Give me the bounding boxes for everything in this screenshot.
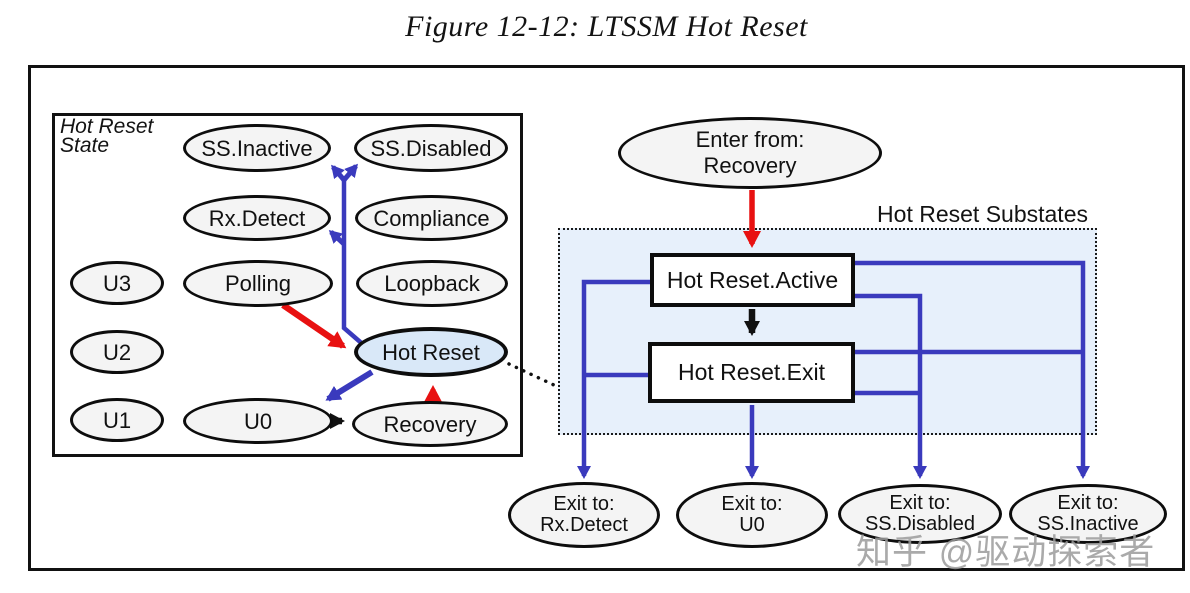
state-polling-label: Polling [224,271,292,296]
substate-exit-label: Hot Reset.Exit [678,359,825,385]
exit-label: Exit to: [553,493,615,515]
exit-label: Exit to: [721,493,783,515]
state-loopback: Loopback [356,260,508,307]
state-u2: U2 [70,330,164,374]
state-u3: U3 [70,261,164,305]
state-recovery-label: Recovery [383,411,477,437]
exit-target: SS.Inactive [1037,513,1139,535]
state-hot-reset-label: Hot Reset [382,339,480,365]
substate-active-label: Hot Reset.Active [666,266,839,293]
hot-reset-substates-label: Hot Reset Substates [877,201,1088,227]
exit-target: U0 [739,514,765,536]
state-u1: U1 [70,398,164,442]
figure-title: Figure 12-12: LTSSM Hot Reset [405,10,808,43]
enter-from-state: Recovery [703,153,797,178]
ltssm-panel-label-line2: State [60,134,110,157]
enter-from-label: Enter from: [695,127,805,152]
state-rx-detect-label: Rx.Detect [208,205,306,231]
state-polling: Polling [183,260,333,307]
state-u2-label: U2 [102,339,132,365]
ltssm-panel-label: Hot Reset State [60,115,154,157]
state-ss-disabled: SS.Disabled [354,124,508,172]
state-compliance: Compliance [355,195,508,241]
substate-hot-reset-exit: Hot Reset.Exit [648,342,855,403]
state-hot-reset: Hot Reset [354,327,508,377]
state-ss-inactive-label: SS.Inactive [201,135,313,161]
state-loopback-label: Loopback [384,271,480,296]
exit-to-ss-disabled: Exit to: SS.Disabled [838,484,1002,544]
state-compliance-label: Compliance [373,205,490,231]
state-rx-detect: Rx.Detect [183,195,331,241]
substate-hot-reset-active: Hot Reset.Active [650,253,855,307]
exit-to-ss-inactive: Exit to: SS.Inactive [1009,484,1167,544]
exit-to-rx-detect: Exit to: Rx.Detect [508,482,660,548]
enter-from-recovery: Enter from: Recovery [618,117,882,189]
state-ss-disabled-label: SS.Disabled [370,135,492,161]
state-u0: U0 [183,398,333,444]
state-u1-label: U1 [102,407,132,433]
state-ss-inactive: SS.Inactive [183,124,331,172]
state-u0-label: U0 [243,408,273,434]
ltssm-panel-label-line1: Hot Reset [60,115,154,138]
exit-target: Rx.Detect [540,514,628,536]
zhihu-watermark: 知乎 @驱动探索者 [856,533,1156,572]
state-recovery: Recovery [352,401,508,447]
exit-to-u0: Exit to: U0 [676,482,828,548]
exit-label: Exit to: [1057,492,1119,514]
exit-target: SS.Disabled [864,513,976,535]
exit-label: Exit to: [889,492,951,514]
state-u3-label: U3 [102,270,132,296]
